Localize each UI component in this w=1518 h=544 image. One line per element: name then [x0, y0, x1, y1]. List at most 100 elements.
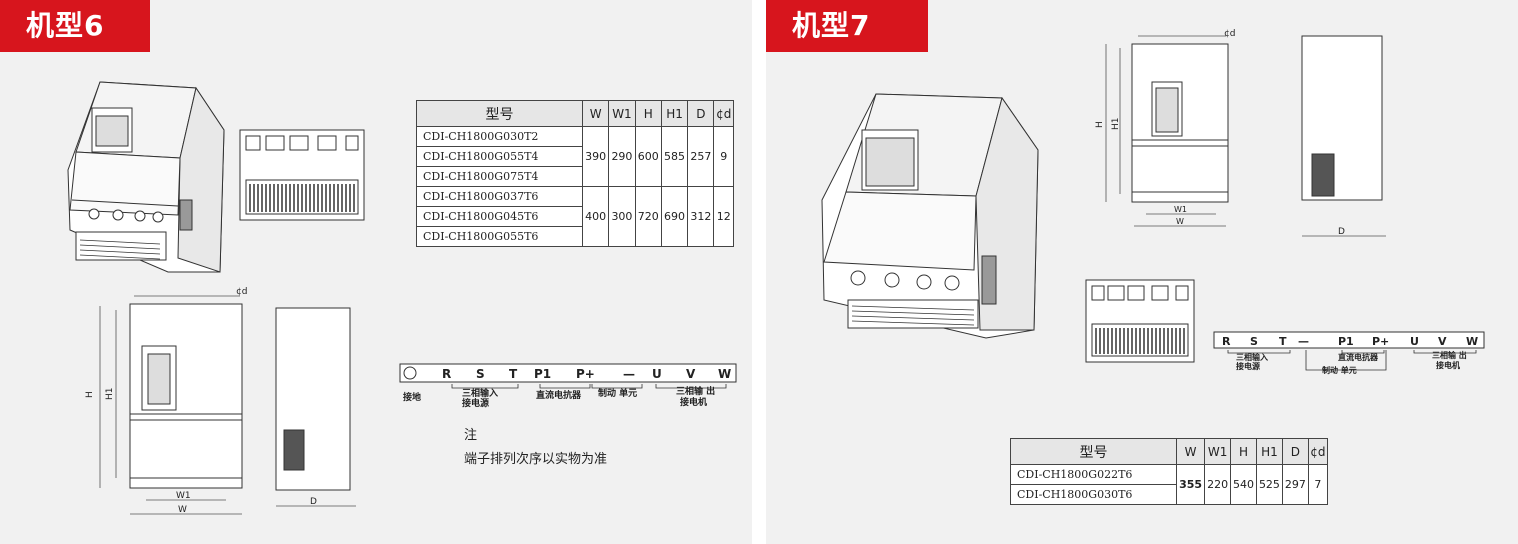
terminal-r: R [1222, 335, 1231, 348]
model-cell: CDI-CH1800G075T4 [416, 166, 583, 187]
terminal-w: W [1466, 335, 1478, 348]
side-view-6 [275, 307, 356, 507]
model-7-drawings: H H1 W1 W ¢d D [821, 29, 1485, 375]
value-cell: 585 [660, 126, 689, 187]
value-cell: 720 [634, 186, 662, 247]
terminal-captions-6: 接地 三相输入 接电源 直流电抗器 制动 单元 三相输 出 接电机 [403, 385, 715, 409]
col-h: H [634, 100, 662, 127]
value-cell: 12 [713, 186, 734, 247]
terminal-s: S [1250, 335, 1258, 348]
terminal-w: W [718, 367, 731, 381]
terminal-u: U [652, 367, 662, 381]
value-cell: 300 [608, 186, 636, 247]
value-cell: 312 [687, 186, 715, 247]
model-cell: CDI-CH1800G030T6 [1010, 484, 1177, 505]
terminal-p1: P1 [1338, 335, 1354, 348]
terminal-t: T [1279, 335, 1287, 348]
panel-model-6: 机型6 [0, 0, 752, 544]
dim-w-7: W [1176, 217, 1184, 226]
value-cell: 9 [713, 126, 734, 187]
terminal-strip-7 [1213, 331, 1485, 349]
brake-label: 制动 单元 [598, 387, 637, 399]
panel-model-7: 机型7 [766, 0, 1518, 544]
col-h1: H1 [1256, 438, 1283, 465]
dim-w1-6: W1 [176, 491, 191, 501]
col-d: D [687, 100, 715, 127]
front-view-6 [129, 303, 243, 489]
value-cell: 600 [634, 126, 662, 187]
dim-cd-6: ¢d [236, 287, 247, 297]
value-cell: 7 [1307, 464, 1329, 505]
dim-d-7: D [1338, 227, 1345, 237]
model-cell: CDI-CH1800G055T6 [416, 226, 583, 247]
dim-h1-7: H1 [1111, 118, 1121, 131]
isometric-drive-6 [67, 81, 225, 273]
terminal-pplus: P+ [576, 367, 595, 381]
dim-h-7: H [1095, 121, 1105, 128]
value-cell: 690 [660, 186, 689, 247]
side-view-7 [1301, 35, 1386, 237]
spec-table-7: 型号 W W1 H H1 D ¢d CDI-CH1800G022T6 355 2… [1010, 438, 1329, 505]
terminal-pplus: P+ [1372, 335, 1389, 348]
model-cell: CDI-CH1800G037T6 [416, 186, 583, 207]
terminal-u: U [1410, 335, 1419, 348]
col-model: 型号 [1010, 438, 1177, 465]
input-label-1: 三相输入 [1236, 352, 1268, 362]
terminal-labels-6: R S T P1 P+ — U V W [442, 367, 731, 381]
ground-label: 接地 [403, 391, 421, 403]
terminal-t: T [509, 367, 518, 381]
value-cell: 525 [1256, 464, 1283, 505]
terminal-s: S [476, 367, 485, 381]
terminal-minus: — [1298, 335, 1309, 348]
model-cell: CDI-CH1800G055T4 [416, 146, 583, 167]
output-label-2: 接电机 [680, 396, 707, 408]
value-cell: 290 [608, 126, 636, 187]
isometric-drive-7 [821, 93, 1039, 339]
terminal-r: R [442, 367, 451, 381]
input-label-1: 三相输入 [462, 387, 498, 399]
model-6-drawings: H H1 W1 W ¢d D R S T P1 P+ — U V W 接地 [67, 81, 737, 515]
terminal-v: V [686, 367, 696, 381]
dim-h-6: H [85, 391, 95, 398]
col-h1: H1 [660, 100, 689, 127]
front-dims-6 [99, 295, 242, 515]
col-w: W [581, 100, 610, 127]
value-cell: 257 [687, 126, 715, 187]
value-cell: 540 [1230, 464, 1257, 505]
output-label-1: 三相输 出 [676, 385, 715, 397]
dim-cd-7: ¢d [1224, 29, 1235, 39]
value-cell: 390 [581, 126, 610, 187]
col-cd: ¢d [713, 100, 734, 127]
col-w: W [1175, 438, 1206, 465]
terminal-v: V [1438, 335, 1447, 348]
model-cell: CDI-CH1800G022T6 [1010, 464, 1177, 485]
input-label-2: 接电源 [462, 397, 489, 409]
col-d: D [1281, 438, 1309, 465]
output-label-1: 三相输 出 [1432, 350, 1467, 360]
note-text: 端子排列次序以实物为准 [464, 452, 608, 467]
terminal-captions-7: 三相输入 接电源 直流电抗器 制动 单元 三相输 出 接电机 [1236, 350, 1467, 375]
col-cd: ¢d [1307, 438, 1329, 465]
spec-table-6: 型号 W W1 H H1 D ¢d CDI-CH1800G030T2 390 2… [416, 100, 734, 247]
output-label-2: 接电机 [1436, 360, 1460, 370]
dim-h1-6: H1 [105, 388, 115, 401]
model-cell: CDI-CH1800G030T2 [416, 126, 583, 147]
panel-title: 机型6 [0, 0, 150, 52]
input-label-2: 接电源 [1236, 361, 1260, 371]
dc-reactor-label: 直流电抗器 [1338, 352, 1379, 362]
terminal-minus: — [623, 367, 635, 381]
note-title: 注 [464, 428, 478, 443]
model-cell: CDI-CH1800G045T6 [416, 206, 583, 227]
bottom-vent-6 [249, 184, 355, 212]
dim-d-6: D [310, 497, 317, 507]
terminal-p1: P1 [534, 367, 551, 381]
front-view-7 [1131, 43, 1229, 203]
dim-w1-7: W1 [1174, 205, 1187, 214]
value-cell: 220 [1204, 464, 1232, 505]
value-cell: 400 [581, 186, 610, 247]
terminal-labels-7: R S T — P1 P+ U V W [1222, 335, 1478, 348]
dim-w-6: W [178, 505, 187, 515]
terminal-strip-6 [399, 363, 737, 383]
col-h: H [1230, 438, 1257, 465]
bottom-vent-7 [1095, 328, 1185, 354]
